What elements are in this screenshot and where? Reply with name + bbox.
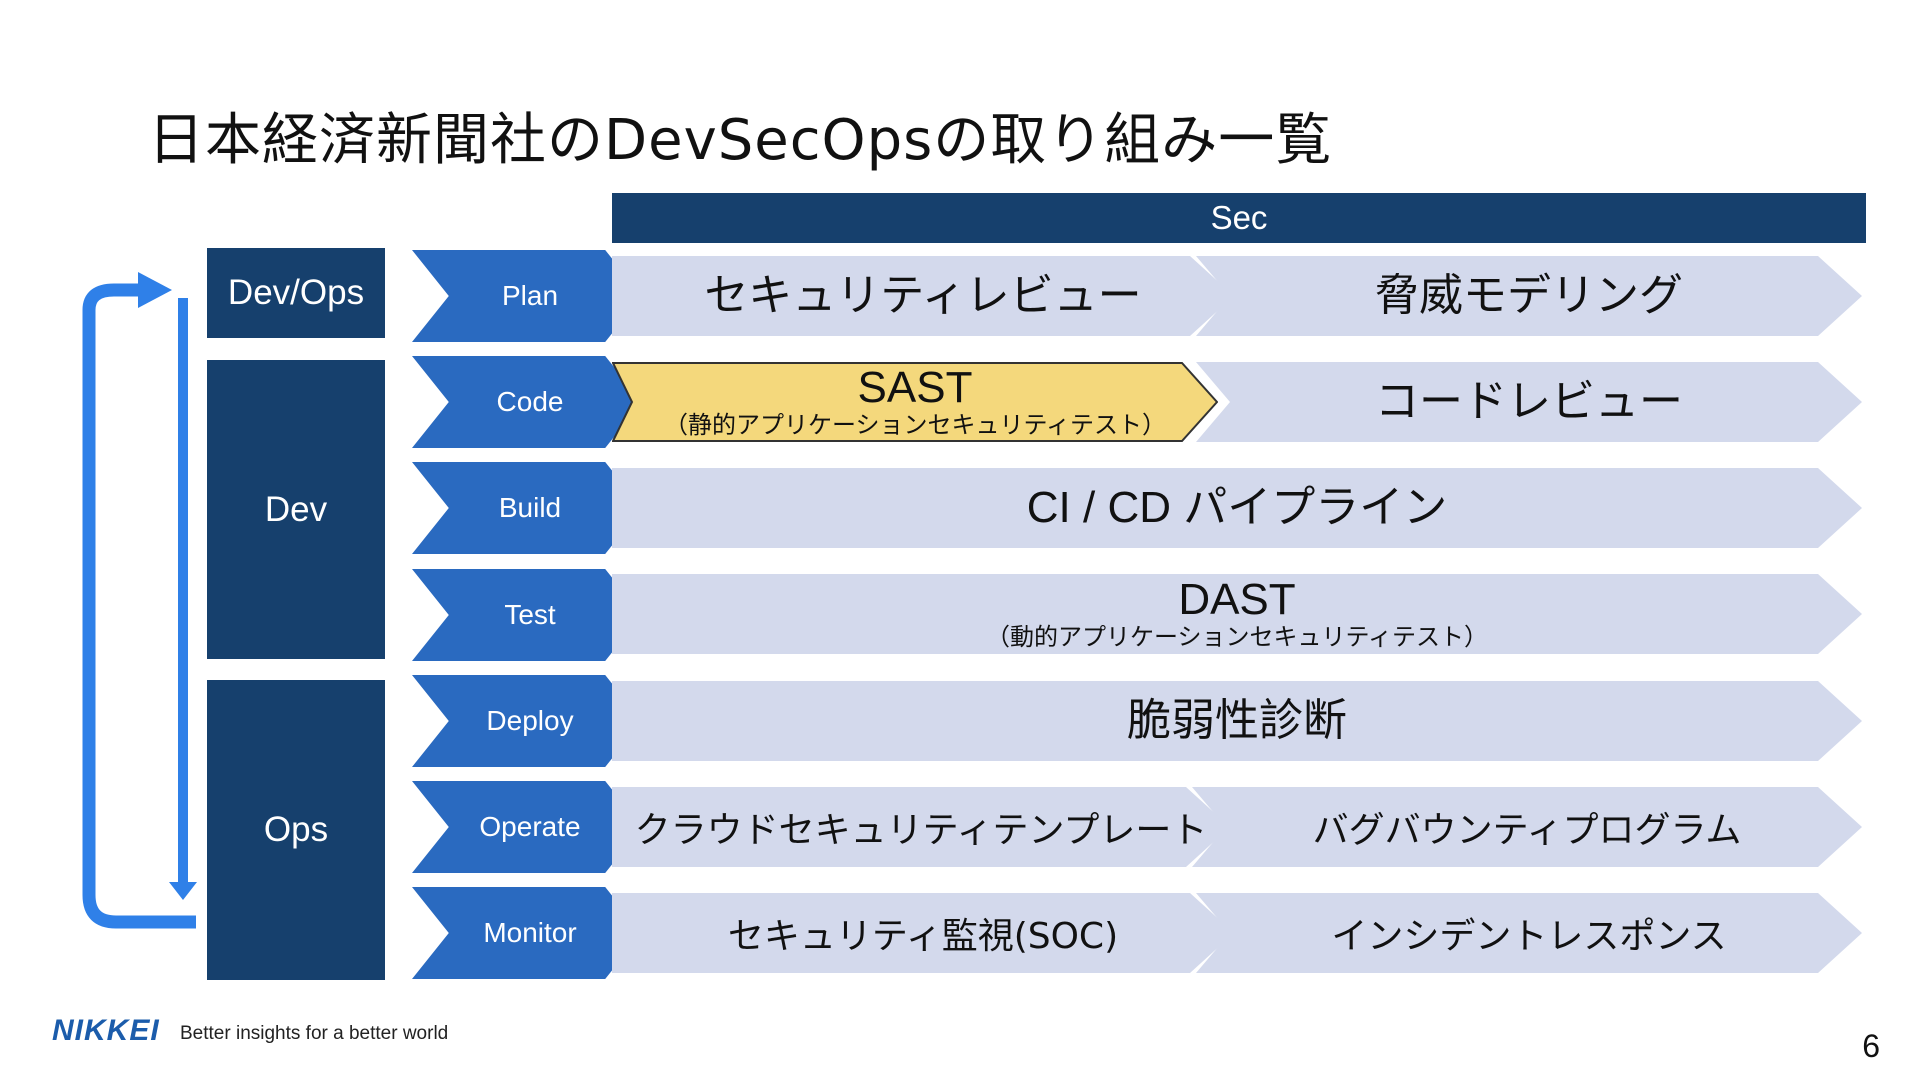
practice-label: クラウドセキュリティテンプレート (634, 810, 1208, 851)
page-number: 6 (1862, 1028, 1880, 1064)
footer-tagline: Better insights for a better world (180, 1023, 449, 1044)
practice-dast: DAST （動的アプリケーションセキュリティテスト） (612, 574, 1862, 654)
sec-header: Sec (612, 193, 1866, 243)
practice-label: 脅威モデリング (1375, 269, 1683, 321)
practice-vulnerability-assessment: 脆弱性診断 (612, 681, 1862, 761)
group-devops: Dev/Ops (207, 248, 385, 338)
practice-incident-response: インシデントレスポンス (1196, 893, 1862, 973)
group-dev: Dev (207, 360, 385, 659)
phase-operate: Operate (412, 781, 642, 873)
nikkei-logo: NIKKEI (52, 1014, 160, 1047)
practice-sast: SAST （静的アプリケーションセキュリティテスト） (612, 362, 1218, 442)
practice-bug-bounty: バグバウンティプログラム (1192, 787, 1862, 867)
practice-cloud-security-template: クラウドセキュリティテンプレート (612, 787, 1230, 867)
practice-subtitle: （静的アプリケーションセキュリティテスト） (663, 410, 1167, 439)
phase-deploy: Deploy (412, 675, 642, 767)
practice-label: セキュリティ監視(SOC) (727, 916, 1119, 957)
practice-subtitle: （動的アプリケーションセキュリティテスト） (985, 622, 1489, 651)
phase-test: Test (412, 569, 642, 661)
practice-label: コードレビュー (1375, 375, 1683, 427)
practice-label: 脆弱性診断 (1127, 694, 1347, 746)
practice-title: DAST (1178, 574, 1296, 624)
practice-label: CI / CD パイプライン (1026, 482, 1448, 532)
practice-cicd: CI / CD パイプライン (612, 468, 1862, 548)
phase-build: Build (412, 462, 642, 554)
practice-label: バグバウンティプログラム (1312, 810, 1742, 851)
practice-code-review: コードレビュー (1196, 362, 1862, 442)
practice-security-review: セキュリティレビュー (612, 256, 1234, 336)
phase-monitor: Monitor (412, 887, 642, 979)
phase-plan: Plan (412, 250, 642, 342)
practice-label: インシデントレスポンス (1331, 916, 1727, 957)
group-ops: Ops (207, 680, 385, 980)
practice-soc: セキュリティ監視(SOC) (612, 893, 1234, 973)
loop-arrow-icon (82, 272, 197, 929)
phase-code: Code (412, 356, 642, 448)
practice-label: セキュリティレビュー (704, 269, 1142, 321)
practice-threat-modeling: 脅威モデリング (1196, 256, 1862, 336)
practice-title: SAST (857, 362, 973, 412)
page-title: 日本経済新聞社のDevSecOpsの取り組み一覧 (148, 108, 1333, 173)
